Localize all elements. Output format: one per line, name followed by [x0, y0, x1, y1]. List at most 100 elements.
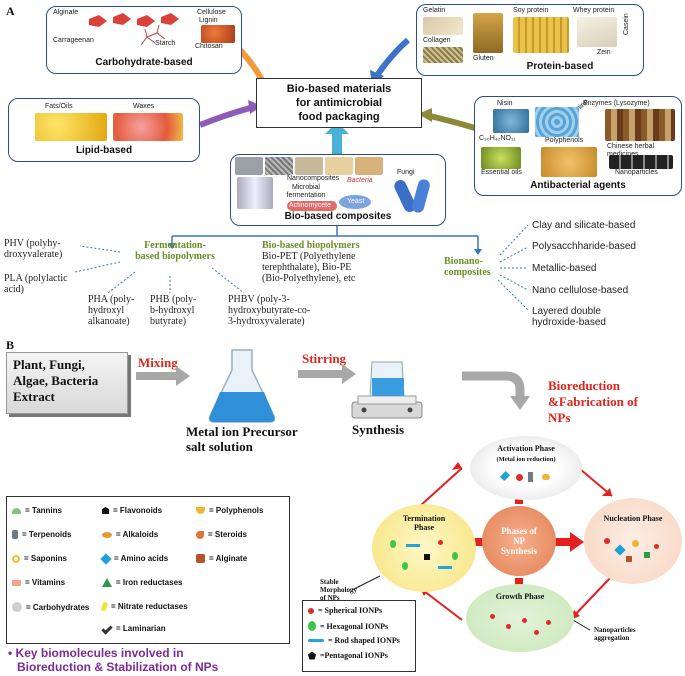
- ionp-legend: [302, 600, 416, 672]
- activation-molecule-2: [516, 474, 523, 481]
- lipid-title: Lipid-based: [75, 145, 133, 156]
- nucleation-dot-1: [604, 538, 610, 544]
- aggregation-line-2: aggregation: [594, 634, 630, 642]
- nucleation-dot-2: [614, 544, 626, 556]
- center-line-3: Synthesis: [500, 546, 537, 556]
- pla-text: PLA (polylactic acid): [4, 273, 68, 295]
- pentagonal-ionp-icon: [308, 651, 316, 660]
- legend-label: = Tannins: [25, 506, 62, 515]
- biomolecule-legend: [6, 496, 290, 644]
- metallic-text: Metallic-based: [532, 263, 597, 274]
- polyphenols-icon: [196, 507, 205, 514]
- phbv-line-2: hydroxybutyrate-co-: [228, 305, 311, 316]
- ionp-legend-item-spherical: = Spherical IONPs: [308, 606, 382, 615]
- gluten-image: [473, 13, 503, 53]
- legend-label: = Vitamins: [25, 578, 66, 587]
- phv-line-1: PHV (polyhy-: [4, 238, 61, 249]
- bionano-title-line-2: composites: [444, 267, 491, 278]
- alkaloids-icon: [102, 531, 112, 538]
- legend-item-flavonoids: = Flavonoids: [102, 506, 162, 515]
- essential-oils-image: [481, 147, 521, 169]
- nucleation-dot-6: [626, 556, 632, 562]
- steroids-icon: [196, 530, 204, 539]
- pla-line-1: PLA (polylactic: [4, 273, 68, 284]
- legend-label: = Laminarian: [116, 624, 166, 633]
- legend-caption: • Key biomolecules involved in Bioreduct…: [8, 646, 218, 674]
- pha-line-3: alkanoate): [88, 316, 130, 327]
- legend-label: = Terpenoids: [22, 530, 72, 539]
- rod-ionp-icon: [308, 639, 324, 642]
- fermenter-image: [237, 177, 273, 209]
- legend-item-nitrate-reductases: = Nitrate reductases: [100, 601, 188, 612]
- aggregation-label: Nanoparticles aggregation: [594, 626, 636, 642]
- whey-protein-label: Whey protein: [573, 7, 615, 14]
- central-line-1: Bio-based materials: [286, 83, 392, 95]
- growth-dot-3: [522, 618, 527, 623]
- phbv-line-3: 3-hydroxyvalerate): [228, 316, 305, 327]
- nanoparticles-label: Nanoparticles: [615, 169, 658, 176]
- legend-item-alkaloids: = Alkaloids: [102, 530, 158, 539]
- stable-line-3: of NPs: [320, 594, 340, 602]
- fats-oils-image: [35, 113, 107, 141]
- growth-dot-4: [534, 630, 539, 635]
- nucleation-title: Nucleation Phase: [603, 514, 663, 523]
- nanoparticles-image: [609, 155, 673, 169]
- nanocomposites-label: Nanocomposites: [287, 175, 340, 182]
- precursor-line-2: salt solution: [186, 439, 253, 454]
- legend-label: = Iron reductases: [116, 578, 183, 587]
- antibacterial-title: Antibacterial agents: [530, 180, 626, 191]
- polysaccharide-structure-icon: [89, 13, 179, 46]
- alginate-label: Alginate: [53, 9, 79, 16]
- legend-label: = Flavonoids: [113, 506, 163, 515]
- growth-dot-5: [546, 620, 551, 625]
- hexagonal-ionp-icon: [308, 621, 316, 631]
- nisin-image: [493, 109, 529, 133]
- enzymes-label: Enzymes (Lysozyme): [583, 100, 650, 107]
- waxes-label: Waxes: [133, 103, 155, 110]
- termination-particle-2: [406, 544, 420, 547]
- legend-item-tannins: = Tannins: [12, 506, 62, 515]
- phases-center-text: Phases of NP Synthesis: [501, 526, 537, 556]
- ionp-legend-item-rod: = Rod shaped IONPs: [308, 636, 400, 645]
- alginate-icon: [196, 554, 205, 563]
- composites-box: Nanocomposites Microbial fermentation Ba…: [230, 154, 446, 226]
- ionp-legend-item-hexagonal: = Hexagonal IONPs: [308, 621, 388, 631]
- flavonoids-icon: [102, 507, 109, 514]
- legend-item-laminarian: = Laminarian: [101, 622, 166, 635]
- center-line-2: NP: [512, 536, 525, 546]
- mixing-label: Mixing: [138, 355, 178, 370]
- legend-item-carbohydrates: = Carbohydrates: [12, 602, 89, 612]
- terpenoids-icon: [12, 530, 18, 539]
- center-line-1: Phases of: [501, 526, 537, 536]
- biobased-biopolymers: Bio-based biopolymers Bio-PET (Polyethyl…: [262, 240, 360, 284]
- precursor-label: Metal ion Precursor salt solution: [186, 424, 298, 454]
- fungi-label: Fungi: [397, 169, 415, 176]
- actinomycete-label: Actinomycete: [289, 202, 332, 209]
- extract-line-2: Algae, Bacteria: [13, 373, 99, 388]
- ionp-legend-label: =Pentagonal IONPs: [320, 651, 388, 660]
- nanocomposite-image-5: [355, 157, 383, 175]
- termination-particle-6: [438, 566, 452, 569]
- spherical-ionp-icon: [308, 607, 314, 614]
- aggregation-line-1: Nanoparticles: [594, 626, 636, 634]
- growth-dot-1: [490, 614, 495, 619]
- termination-particle-3: [424, 554, 430, 560]
- biobased-line-3: (Bio-Polyethylene), etc: [262, 273, 356, 284]
- phv-text: PHV (polyhy- droxyvalerate): [4, 238, 62, 260]
- composites-title: Bio-based composites: [284, 211, 392, 222]
- phb-line-1: PHB (poly-: [150, 294, 197, 305]
- zein-image: [513, 17, 569, 53]
- bacteria-label: Bacteria: [347, 177, 373, 184]
- stable-morphology-label: Stable Morphology of NPs: [320, 578, 357, 602]
- antibacterial-box: Nisin Enzymes (Lysozyme) Protamine C₃₀H₄…: [474, 96, 682, 196]
- ionp-legend-label: = Spherical IONPs: [318, 606, 383, 615]
- legend-label: = Nitrate reductases: [111, 602, 188, 611]
- termination-line-1: Termination: [402, 514, 446, 523]
- waxes-image: [113, 113, 183, 141]
- phb-text: PHB (poly- b-hydroxyl butyrate): [150, 294, 196, 327]
- lipid-box: Fats/Oils Waxes Lipid-based: [8, 98, 200, 162]
- bioreduction-arrow-icon: [462, 371, 525, 398]
- zein-label: Zein: [597, 49, 611, 56]
- bionano-title-line-1: Bionano-: [444, 256, 483, 267]
- stirring-label: Stirring: [302, 351, 347, 366]
